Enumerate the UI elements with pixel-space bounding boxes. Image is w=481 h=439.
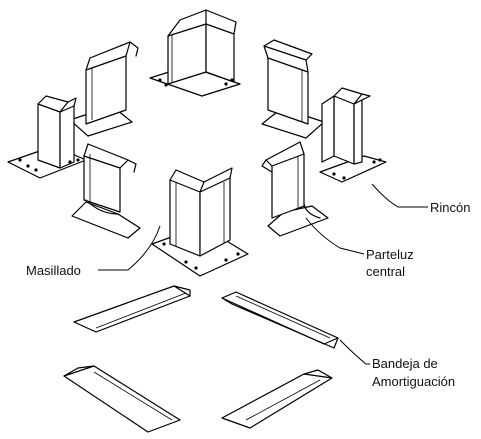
corner-piece-center (151, 167, 249, 277)
label-bandeja-line1: Bandeja de (372, 356, 438, 371)
label-parteluz-line1: Parteluz (366, 247, 414, 262)
corner-piece-left (7, 95, 87, 179)
label-parteluz-line2: central (366, 264, 405, 279)
label-rincon: Rincón (430, 200, 470, 215)
pan-flashing-lower-left (63, 365, 181, 433)
pan-flashing-upper-left (73, 285, 191, 333)
mullion-piece-mid-right (261, 141, 329, 237)
corner-piece-right (319, 87, 387, 183)
pan-flashing-lower-right (221, 369, 333, 429)
leader-bandeja (339, 339, 370, 365)
label-masillado: Masillado (26, 263, 81, 278)
pan-flashing-upper-right (221, 291, 339, 349)
mullion-piece-top-right (261, 39, 325, 139)
leader-masillado (98, 225, 161, 271)
label-bandeja-line2: Amortiguación (372, 374, 455, 389)
corner-piece-top (149, 9, 241, 97)
mullion-piece-top-left (69, 41, 139, 137)
mullion-piece-mid-left (71, 143, 141, 239)
leader-parteluz (305, 217, 365, 255)
leader-rincon (371, 183, 428, 208)
